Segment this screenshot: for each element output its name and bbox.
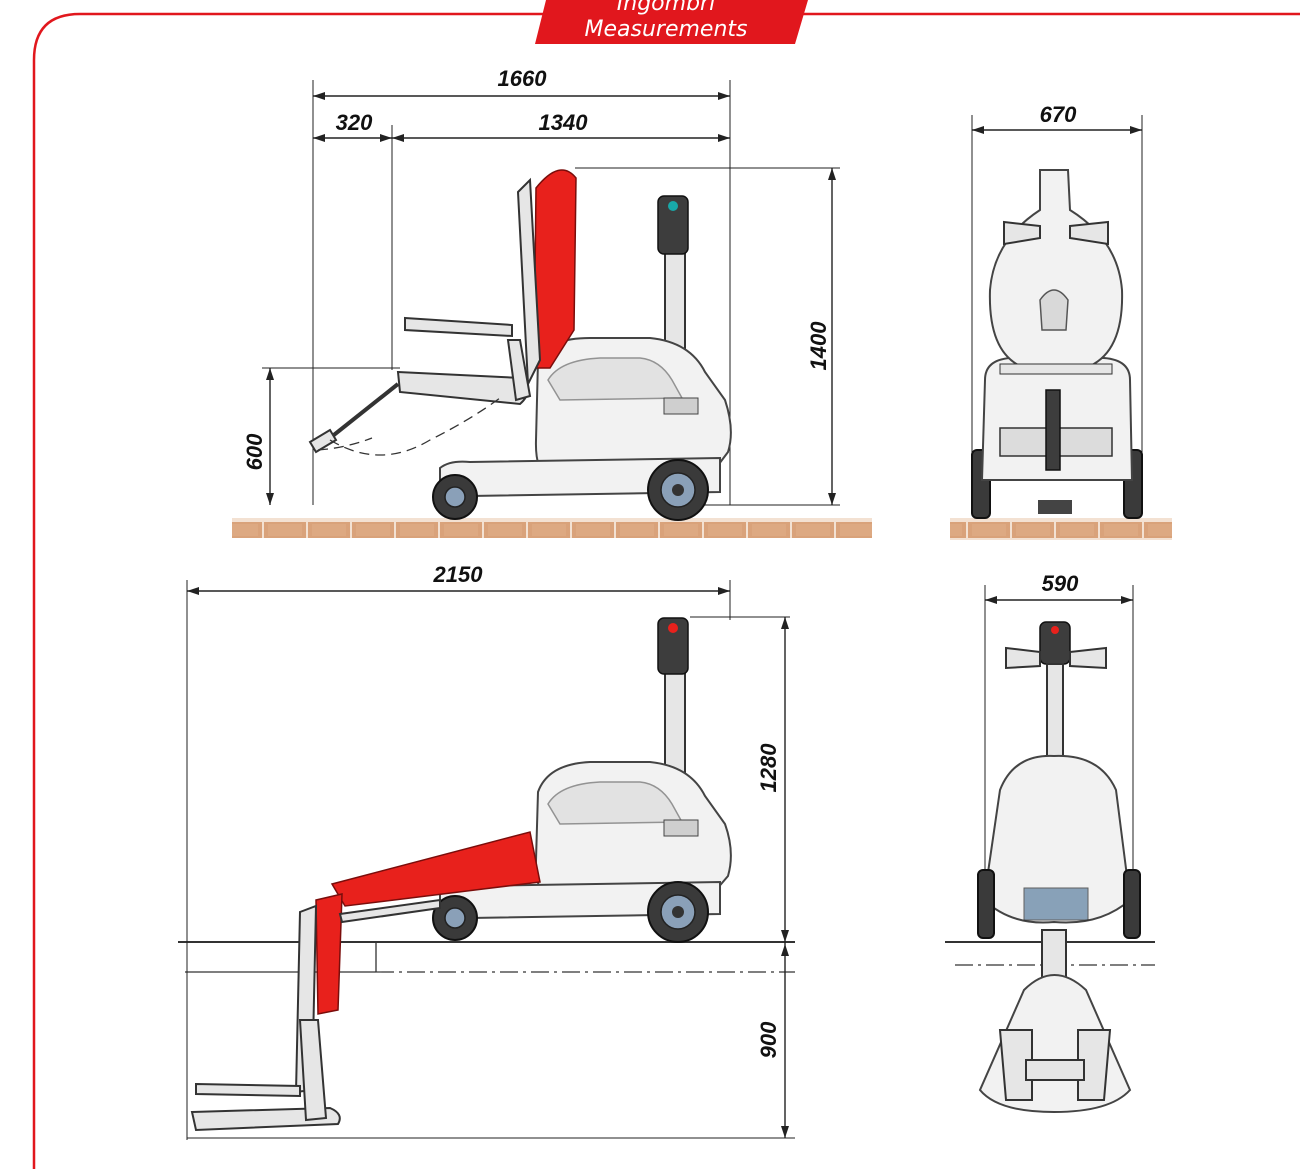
side-view-lowered: 2150 1280 900 [178,562,795,1140]
rear-view: 590 [945,571,1155,1114]
front-view: 670 [950,102,1172,540]
lift-chair-front [971,169,1143,519]
page-border [32,12,1300,1169]
lift-chair-rear [977,621,1141,1114]
lift-chair-side-lowered [190,617,732,1132]
lift-chair-side-seated [308,169,732,521]
header-title-line1: Ingombri [617,0,715,16]
dim-1400: 1400 [806,321,831,371]
control-head-lowered-icon [657,617,689,675]
dim-1660: 1660 [498,66,548,91]
dim-1280: 1280 [756,743,781,793]
dim-1340: 1340 [539,110,589,135]
control-head-icon [657,195,689,255]
dim-600: 600 [242,433,267,470]
floor-bricks-top-right [950,518,1172,540]
dim-900: 900 [756,1021,781,1058]
dim-670: 670 [1040,102,1077,127]
dim-2150: 2150 [433,562,484,587]
side-view-seated: 1660 320 1340 1400 600 [232,66,872,538]
dim-590: 590 [1042,571,1079,596]
dim-320: 320 [336,110,373,135]
header-title-line2: Measurements [585,17,748,42]
header-tab: Ingombri Measurements [535,0,808,44]
floor-bricks-top-left [232,518,872,538]
rear-right-wheel-icon [1123,869,1141,939]
rear-left-wheel-icon [977,869,995,939]
